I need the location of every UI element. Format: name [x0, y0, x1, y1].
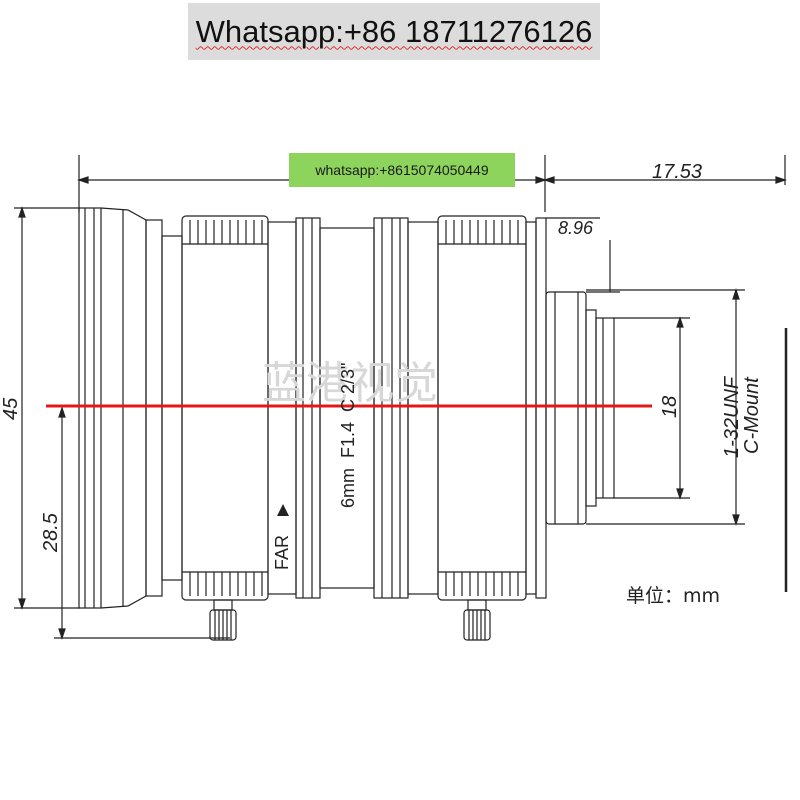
whatsapp-tag: whatsapp:+8615074050449: [289, 153, 515, 187]
thread-spec: 1-32UNF: [721, 375, 743, 458]
focus-lock-screw: [209, 599, 237, 641]
c-mount-thread: [545, 291, 615, 525]
iris-lock-screw: [463, 599, 491, 641]
top-dimension-lines: [77, 155, 787, 212]
mount-type: C-Mount: [741, 376, 763, 454]
lens-spec-label: 6mm F1.4 C 2/3": [338, 363, 358, 508]
dim-top-right: 17.53: [652, 161, 702, 183]
dim-lower-left: 28.5: [40, 512, 62, 553]
far-label: FAR: [272, 535, 292, 570]
watermark: 蓝港视觉: [262, 358, 438, 409]
banner-text: Whatsapp:+86 18711276126: [195, 13, 593, 49]
unit-label: 单位：mm: [626, 585, 720, 607]
dim-thread-dia: 18: [659, 396, 681, 418]
dim-flange: 8.96: [558, 218, 594, 238]
focus-ring: [181, 215, 269, 601]
rear-flange: [525, 217, 547, 599]
dim-height-left: 45: [0, 397, 22, 420]
far-arrow-icon: [277, 504, 289, 516]
right-dimension-lines: [546, 217, 788, 592]
middle-barrel: [267, 217, 439, 599]
whatsapp-banner: Whatsapp:+86 18711276126: [188, 3, 600, 60]
iris-ring: [437, 215, 527, 601]
left-dimension-lines: [14, 206, 230, 640]
front-bezel: [78, 207, 183, 609]
tag-text: whatsapp:+8615074050449: [315, 162, 489, 178]
